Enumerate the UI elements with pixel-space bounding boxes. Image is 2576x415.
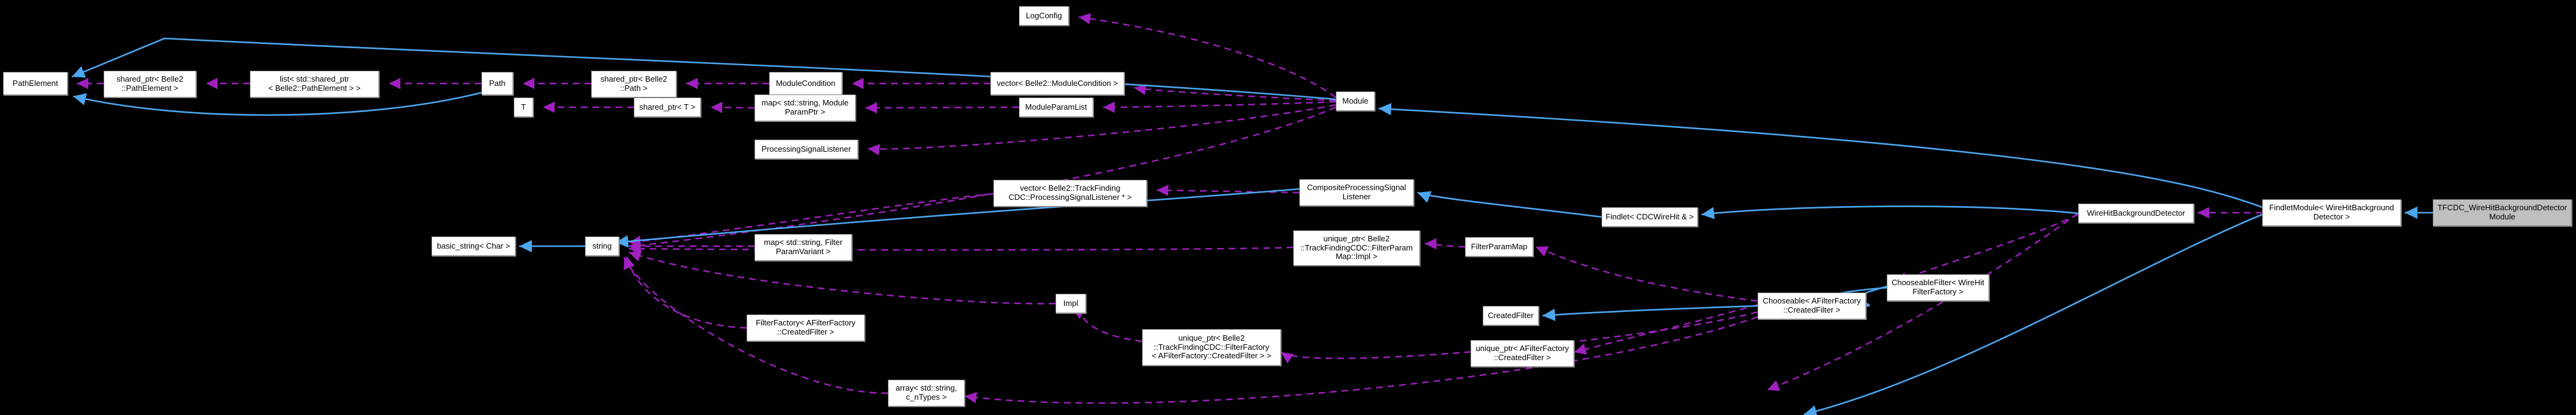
class-node-findletmodule_wirehit[interactable]: FindletModule< WireHitBackground Detecto… — [2262, 199, 2401, 226]
class-node-label: Impl — [1063, 298, 1079, 308]
class-node-label: Module — [1342, 96, 1369, 105]
class-node-tfcdc_module[interactable]: TFCDC_WireHitBackgroundDetector Module — [2433, 199, 2572, 226]
class-node-uniqueptr_af_created[interactable]: unique_ptr< AFilterFactory ::CreatedFilt… — [1471, 340, 1574, 367]
class-node-module[interactable]: Module — [1336, 91, 1375, 111]
class-node-label: vector< Belle2::TrackFinding CDC::Proces… — [1009, 183, 1132, 202]
class-node-vector_tf_psl_ptr[interactable]: vector< Belle2::TrackFinding CDC::Proces… — [993, 180, 1147, 207]
class-node-findlet_cdcwirehit[interactable]: Findlet< CDCWireHit & > — [1602, 207, 1698, 227]
class-node-list_sharedptr_pathelem[interactable]: list< std::shared_ptr < Belle2::PathElem… — [250, 71, 379, 98]
class-node-label: T — [521, 102, 526, 112]
class-node-path_element[interactable]: PathElement — [3, 72, 68, 95]
class-node-label: unique_ptr< Belle2 ::TrackFindingCDC::Fi… — [1300, 234, 1413, 261]
class-node-array_string_ntypes[interactable]: array< std::string, c_nTypes > — [888, 380, 965, 406]
class-node-basic_string_char[interactable]: basic_string< Char > — [431, 236, 516, 256]
class-node-label: list< std::shared_ptr < Belle2::PathElem… — [268, 74, 361, 93]
class-node-wirehit_bkg_detector[interactable]: WireHitBackgroundDetector — [2078, 204, 2194, 223]
class-node-label: TFCDC_WireHitBackgroundDetector Module — [2437, 203, 2567, 221]
class-node-label: ModuleCondition — [776, 78, 836, 88]
class-node-label: map< std::string, Module ParamPtr > — [761, 98, 849, 116]
class-node-filterfactory_created[interactable]: FilterFactory< AFilterFactory ::CreatedF… — [747, 314, 865, 341]
class-node-t_type[interactable]: T — [514, 98, 533, 117]
class-node-label: ProcessingSignalListener — [761, 144, 851, 154]
class-node-map_string_moduleparam[interactable]: map< std::string, Module ParamPtr > — [754, 94, 856, 121]
class-node-sharedptr_pathelement[interactable]: shared_ptr< Belle2 ::PathElement > — [104, 71, 196, 98]
class-node-map_string_filterparam[interactable]: map< std::string, Filter ParamVariant > — [754, 234, 852, 261]
class-node-label: vector< Belle2::ModuleCondition > — [996, 78, 1118, 88]
class-node-uniqueptr_tf_fpm_impl[interactable]: unique_ptr< Belle2 ::TrackFindingCDC::Fi… — [1293, 230, 1420, 266]
class-node-uniqueptr_tf_ff_created[interactable]: unique_ptr< Belle2 ::TrackFindingCDC::Fi… — [1142, 329, 1281, 366]
class-node-label: ChooseableFilter< WireHit FilterFactory … — [1891, 278, 1985, 296]
class-node-label: unique_ptr< AFilterFactory ::CreatedFilt… — [1475, 344, 1569, 362]
class-node-composite_psl[interactable]: CompositeProcessingSignal Listener — [1299, 179, 1414, 206]
class-node-label: CompositeProcessingSignal Listener — [1307, 183, 1407, 201]
class-node-path[interactable]: Path — [481, 72, 513, 95]
class-node-chooseable_af_created[interactable]: Chooseable< AFilterFactory ::CreatedFilt… — [1758, 293, 1866, 319]
class-node-label: map< std::string, Filter ParamVariant > — [764, 238, 843, 256]
class-node-label: shared_ptr< Belle2 ::Path > — [600, 74, 667, 93]
class-node-module_param_list[interactable]: ModuleParamList — [1019, 98, 1093, 117]
class-node-label: ModuleParamList — [1025, 102, 1087, 112]
class-node-log_config[interactable]: LogConfig — [1019, 6, 1069, 26]
class-node-label: string — [592, 241, 612, 250]
class-node-label: shared_ptr< T > — [639, 102, 696, 112]
class-node-string[interactable]: string — [585, 236, 619, 256]
class-node-label: Findlet< CDCWireHit & > — [1605, 211, 1694, 221]
class-node-created_filter[interactable]: CreatedFilter — [1483, 306, 1539, 325]
class-node-vector_modulecondition[interactable]: vector< Belle2::ModuleCondition > — [990, 72, 1124, 95]
class-node-label: LogConfig — [1026, 10, 1062, 20]
class-node-label: basic_string< Char > — [437, 241, 510, 250]
class-node-label: CreatedFilter — [1488, 310, 1534, 320]
class-node-processing_signal_list[interactable]: ProcessingSignalListener — [754, 140, 858, 159]
class-node-label: Chooseable< AFilterFactory ::CreatedFilt… — [1762, 296, 1861, 314]
class-node-label: PathElement — [12, 78, 59, 88]
class-node-label: FindletModule< WireHitBackground Detecto… — [2269, 203, 2394, 221]
class-node-module_condition[interactable]: ModuleCondition — [769, 72, 842, 95]
class-node-label: array< std::string, c_nTypes > — [895, 383, 957, 402]
class-node-chooseablefilter_wirehit[interactable]: ChooseableFilter< WireHit FilterFactory … — [1887, 274, 1989, 301]
class-node-label: Path — [489, 78, 506, 88]
class-node-label: FilterParamMap — [1471, 241, 1528, 251]
class-node-label: FilterFactory< AFilterFactory ::CreatedF… — [756, 318, 856, 336]
class-node-sharedptr_t[interactable]: shared_ptr< T > — [634, 98, 701, 117]
class-node-label: unique_ptr< Belle2 ::TrackFindingCDC::Fi… — [1151, 333, 1272, 361]
class-node-filter_param_map[interactable]: FilterParamMap — [1465, 237, 1533, 257]
class-node-impl[interactable]: Impl — [1056, 294, 1086, 313]
class-node-label: WireHitBackgroundDetector — [2087, 208, 2185, 218]
class-node-sharedptr_path[interactable]: shared_ptr< Belle2 ::Path > — [591, 71, 676, 98]
class-node-label: shared_ptr< Belle2 ::PathElement > — [116, 74, 183, 93]
